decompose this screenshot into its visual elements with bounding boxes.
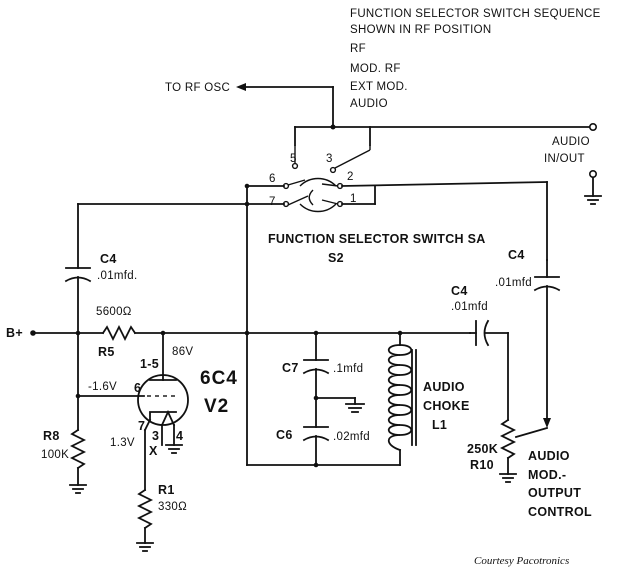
bplus-rail (30, 330, 104, 336)
pin-4: 4 (176, 429, 183, 443)
r10-value: 250K (467, 442, 498, 456)
capacitor-c7 (302, 359, 365, 428)
cathode-voltage: 1.3V (110, 437, 135, 449)
resistor-r5 (101, 324, 471, 342)
to-rf-osc-label: TO RF OSC (165, 82, 230, 94)
output-line4: CONTROL (528, 505, 592, 519)
c6-value: .02mfd (333, 431, 370, 443)
c4-mid-ref: C4 (451, 284, 468, 298)
output-line2: MOD.- (528, 468, 566, 482)
capacitor-c4-mid (469, 319, 509, 421)
audio-inout-ground (584, 170, 602, 205)
plate-voltage: 86V (172, 346, 193, 358)
audio-inout-label-2: IN/OUT (544, 153, 585, 165)
vacuum-tube-v2 (77, 332, 189, 491)
position-rf: RF (350, 43, 366, 55)
c4-right-value: .01mfd (495, 277, 532, 289)
capacitor-c4-left (64, 203, 92, 334)
grid-voltage: -1.6V (88, 381, 117, 393)
l1-line2: CHOKE (423, 399, 470, 413)
pin-x: X (149, 444, 158, 458)
c4-mid-value: .01mfd (451, 301, 488, 313)
l1-line1: AUDIO (423, 380, 465, 394)
resistor-r1 (136, 488, 154, 552)
header-line2: SHOWN IN RF POSITION (350, 24, 491, 36)
c6-ref: C6 (276, 428, 293, 442)
function-selector-switch (77, 123, 597, 334)
inductor-l1 (387, 344, 417, 452)
tube-type: 6C4 (200, 368, 238, 389)
r5-ref: R5 (98, 345, 115, 359)
contact-1: 1 (350, 193, 357, 205)
r10-ref: R10 (470, 458, 494, 472)
pin-3: 3 (152, 429, 159, 443)
switch-ref: S2 (328, 251, 344, 265)
output-line3: OUTPUT (528, 486, 581, 500)
capacitor-c4-right (514, 259, 561, 439)
c4-left-value: .01mfd. (97, 270, 137, 282)
switch-title: FUNCTION SELECTOR SWITCH SA (268, 232, 486, 246)
contact-3: 3 (326, 153, 333, 165)
tank-circuit-box (246, 332, 401, 468)
position-ext-mod: EXT MOD. (350, 81, 408, 93)
contact-7: 7 (269, 196, 276, 208)
capacitor-c6 (302, 426, 330, 466)
c4-left-ref: C4 (100, 252, 117, 266)
header-line1: FUNCTION SELECTOR SWITCH SEQUENCE (350, 8, 601, 20)
tube-ref: V2 (204, 396, 229, 417)
position-mod-rf: MOD. RF (350, 63, 401, 75)
c7-value: .1mfd (333, 363, 363, 375)
resistor-r8 (69, 332, 87, 494)
position-audio: AUDIO (350, 98, 388, 110)
contact-5: 5 (290, 153, 297, 165)
r1-value: 330Ω (158, 501, 187, 513)
contact-2: 2 (347, 171, 354, 183)
contact-6: 6 (269, 173, 276, 185)
potentiometer-r10 (499, 418, 517, 483)
audio-inout-terminal (588, 123, 597, 132)
pin-6: 6 (134, 381, 141, 395)
r8-value: 100K (41, 449, 69, 461)
bplus-label: B+ (6, 326, 23, 340)
r1-ref: R1 (158, 483, 175, 497)
r8-ref: R8 (43, 429, 60, 443)
l1-line3: L1 (432, 418, 447, 432)
r5-value: 5600Ω (96, 306, 132, 318)
pin-1-5: 1-5 (140, 357, 159, 371)
pin-7: 7 (138, 419, 145, 433)
credit-text: Courtesy Pacotronics (474, 555, 569, 567)
audio-inout-label-1: AUDIO (552, 136, 590, 148)
output-line1: AUDIO (528, 449, 570, 463)
c4-right-ref: C4 (508, 248, 525, 262)
to-rf-osc-arrow (236, 83, 334, 128)
c7-ref: C7 (282, 361, 299, 375)
